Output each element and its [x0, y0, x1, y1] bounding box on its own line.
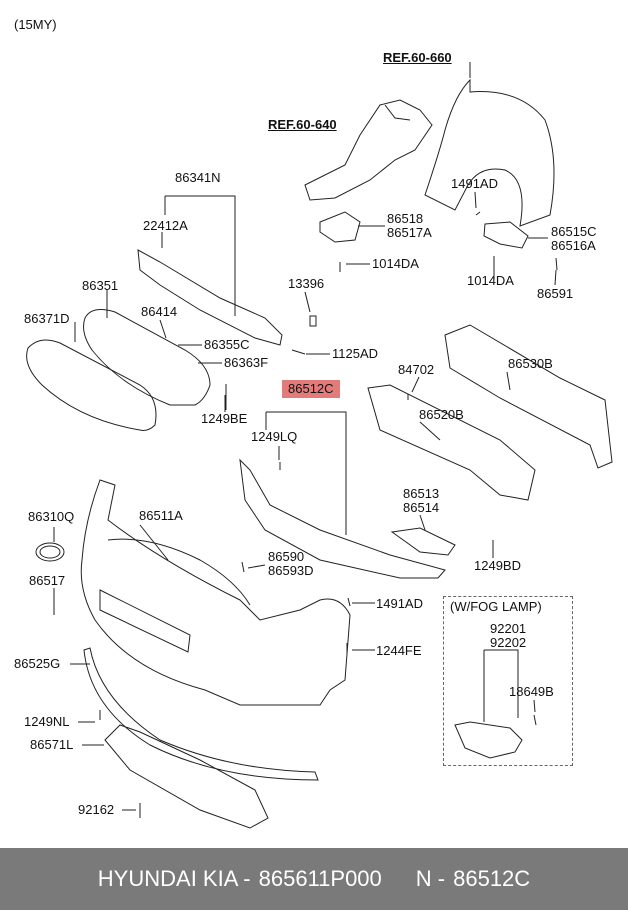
absorber-shape	[367, 384, 536, 501]
fog-garnish-shape	[390, 527, 456, 556]
part-label-86517A[interactable]: 86517A	[387, 225, 432, 240]
part-label-86591[interactable]: 86591	[537, 286, 574, 301]
bumper-beam-shape	[444, 324, 613, 469]
part-label-1249BD[interactable]: 1249BD	[474, 558, 521, 573]
part-label-1491AD-a[interactable]: 1491AD	[451, 176, 498, 191]
ref-60-660-label[interactable]: REF.60-660	[383, 50, 452, 65]
part-label-86516A[interactable]: 86516A	[551, 238, 596, 253]
part-label-86515C[interactable]: 86515C	[551, 224, 597, 239]
part-label-22412A[interactable]: 22412A	[143, 218, 188, 233]
footer-ref-number: 86512C	[453, 866, 531, 891]
upper-cover-shape	[137, 249, 283, 346]
footer-bar: HYUNDAI KIA - 865611P000 N - 86512C	[0, 848, 628, 910]
part-label-86511A[interactable]: 86511A	[139, 508, 183, 523]
parts-diagram: (15MY) REF.60-660 REF.60-640 86341N 2241…	[14, 17, 613, 829]
part-label-86351[interactable]: 86351	[82, 278, 119, 293]
part-label-86593D[interactable]: 86593D	[268, 563, 314, 578]
bracket-86515c-shape	[483, 221, 529, 249]
grille-surround-shape	[26, 339, 157, 431]
part-label-92201[interactable]: 92201	[490, 621, 527, 636]
lip-shape	[83, 647, 319, 781]
part-label-86355C[interactable]: 86355C	[204, 337, 250, 352]
part-label-86363F[interactable]: 86363F	[224, 355, 269, 370]
fog-lamp-shape	[454, 721, 523, 759]
part-label-1491AD-b[interactable]: 1491AD	[376, 596, 423, 611]
part-label-86518[interactable]: 86518	[387, 211, 424, 226]
lower-grille-shape	[239, 458, 446, 579]
part-label-18649B[interactable]: 18649B	[509, 684, 554, 699]
diagram-drawing	[26, 62, 613, 829]
part-label-86414[interactable]: 86414	[141, 304, 178, 319]
part-label-1249BE[interactable]: 1249BE	[201, 411, 248, 426]
part-label-1125AD[interactable]: 1125AD	[332, 346, 379, 361]
part-label-86371D[interactable]: 86371D	[24, 311, 70, 326]
part-label-86512C-highlighted[interactable]: 86512C	[282, 380, 340, 398]
bracket-86518-shape	[319, 211, 361, 243]
part-label-13396[interactable]: 13396	[288, 276, 325, 291]
part-label-86590[interactable]: 86590	[268, 549, 305, 564]
fender-shape	[424, 78, 555, 227]
model-year-label: (15MY)	[14, 17, 57, 32]
part-label-84702[interactable]: 84702	[398, 362, 435, 377]
part-label-92202[interactable]: 92202	[490, 635, 527, 650]
skid-plate-shape	[104, 724, 269, 829]
part-label-1249NL[interactable]: 1249NL	[24, 714, 70, 729]
footer-brand: HYUNDAI KIA -	[97, 866, 251, 891]
part-label-1014DA-a[interactable]: 1014DA	[372, 256, 419, 271]
emblem-shape	[35, 542, 65, 562]
part-label-1249LQ[interactable]: 1249LQ	[251, 429, 298, 444]
part-label-86530B[interactable]: 86530B	[508, 356, 553, 371]
part-label-1014DA-b[interactable]: 1014DA	[467, 273, 514, 288]
footer-ref-prefix: N -	[415, 866, 446, 891]
fog-lamp-title: (W/FOG LAMP)	[450, 599, 542, 614]
part-label-86514[interactable]: 86514	[403, 500, 440, 515]
fog-lamp-box	[443, 596, 573, 766]
bumper-cover-shape	[80, 479, 351, 706]
part-label-86513[interactable]: 86513	[403, 486, 440, 501]
ref-60-640-label[interactable]: REF.60-640	[268, 117, 337, 132]
part-label-1244FE[interactable]: 1244FE	[376, 643, 422, 658]
apron-bracket-shape	[304, 99, 433, 201]
part-label-86517[interactable]: 86517	[29, 573, 66, 588]
part-label-86310Q[interactable]: 86310Q	[28, 509, 75, 524]
footer-part-number: 865611P000	[258, 866, 382, 891]
part-label-86341N[interactable]: 86341N	[175, 170, 221, 185]
part-label-86525G[interactable]: 86525G	[14, 656, 61, 671]
part-label-86571L[interactable]: 86571L	[30, 737, 74, 752]
part-label-92162[interactable]: 92162	[78, 802, 115, 817]
part-label-86520B[interactable]: 86520B	[419, 407, 464, 422]
grille-shape	[83, 309, 211, 406]
